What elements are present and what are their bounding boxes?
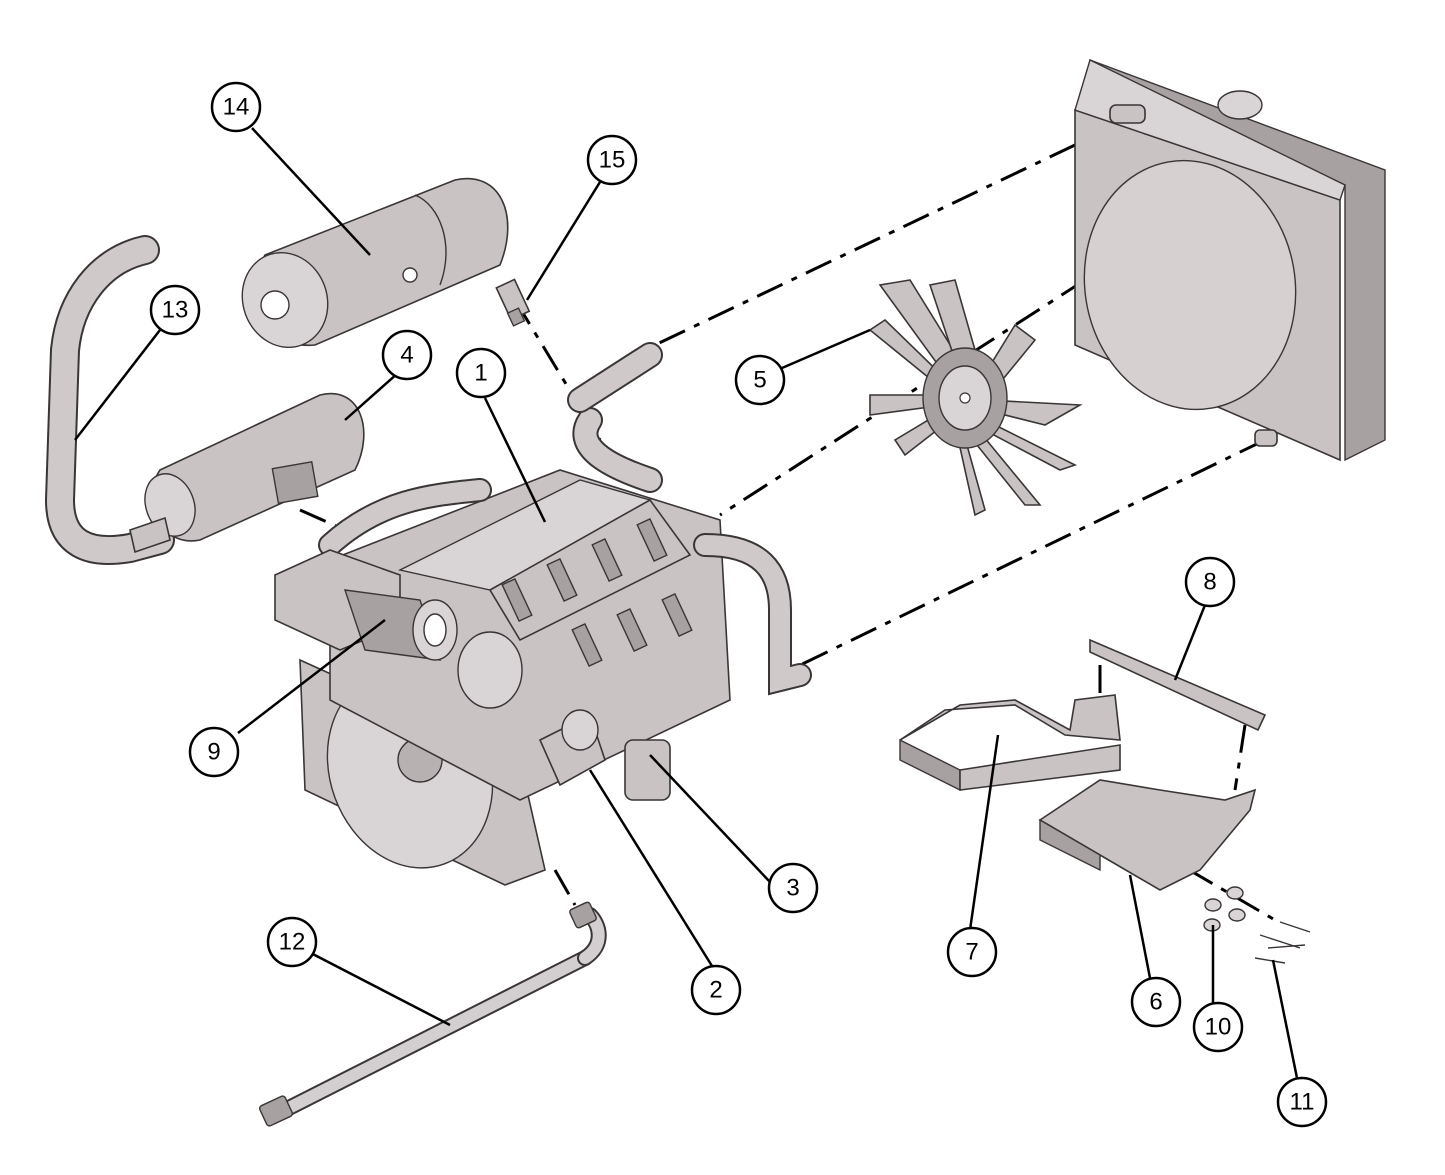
callout-13: 13 (149, 284, 201, 336)
air-cleaner (274, 549, 458, 661)
callout-label-6: 6 (1149, 989, 1162, 1016)
bracket-bar (1089, 638, 1267, 732)
callout-label-8: 8 (1203, 569, 1216, 596)
callout-8: 8 (1184, 556, 1236, 608)
callout-label-15: 15 (599, 147, 626, 174)
assembly-lines (299, 143, 1276, 922)
callout-label-7: 7 (965, 939, 978, 966)
injectors (501, 517, 693, 668)
radiator (1074, 58, 1386, 462)
callout-label-3: 3 (786, 875, 799, 902)
callout-label-2: 2 (709, 977, 722, 1004)
callout-14: 14 (210, 81, 262, 133)
callout-label-4: 4 (400, 342, 413, 369)
callout-label-5: 5 (753, 367, 766, 394)
callout-15: 15 (586, 134, 638, 186)
muffler-canister (241, 177, 509, 349)
exhaust-pipe (44, 235, 175, 566)
callout-9: 9 (188, 726, 240, 778)
callout-1: 1 (455, 347, 507, 399)
silencer (129, 392, 365, 554)
bolts (1254, 921, 1311, 964)
callout-4: 4 (381, 329, 433, 381)
callout-5: 5 (734, 354, 786, 406)
callout-label-1: 1 (474, 360, 487, 387)
callout-11: 11 (1276, 1076, 1328, 1128)
callout-label-9: 9 (207, 739, 220, 766)
callout-6: 6 (1130, 976, 1182, 1028)
callout-10: 10 (1192, 1001, 1244, 1053)
sensor (495, 278, 531, 327)
washers (1203, 886, 1246, 932)
drain-hose (258, 901, 607, 1127)
callout-label-13: 13 (162, 297, 189, 324)
leader-lines (74, 127, 1299, 1079)
engine-block (299, 342, 812, 886)
callout-3: 3 (767, 862, 819, 914)
callout-label-11: 11 (1290, 1089, 1315, 1116)
callout-label-12: 12 (279, 929, 306, 956)
fan (868, 279, 1083, 517)
callout-7: 7 (946, 926, 998, 978)
bracket-right (1038, 779, 1257, 891)
callout-2: 2 (690, 964, 742, 1016)
callout-label-10: 10 (1205, 1014, 1232, 1041)
callout-12: 12 (266, 916, 318, 968)
bracket-left (899, 694, 1121, 792)
callout-label-14: 14 (223, 94, 250, 121)
